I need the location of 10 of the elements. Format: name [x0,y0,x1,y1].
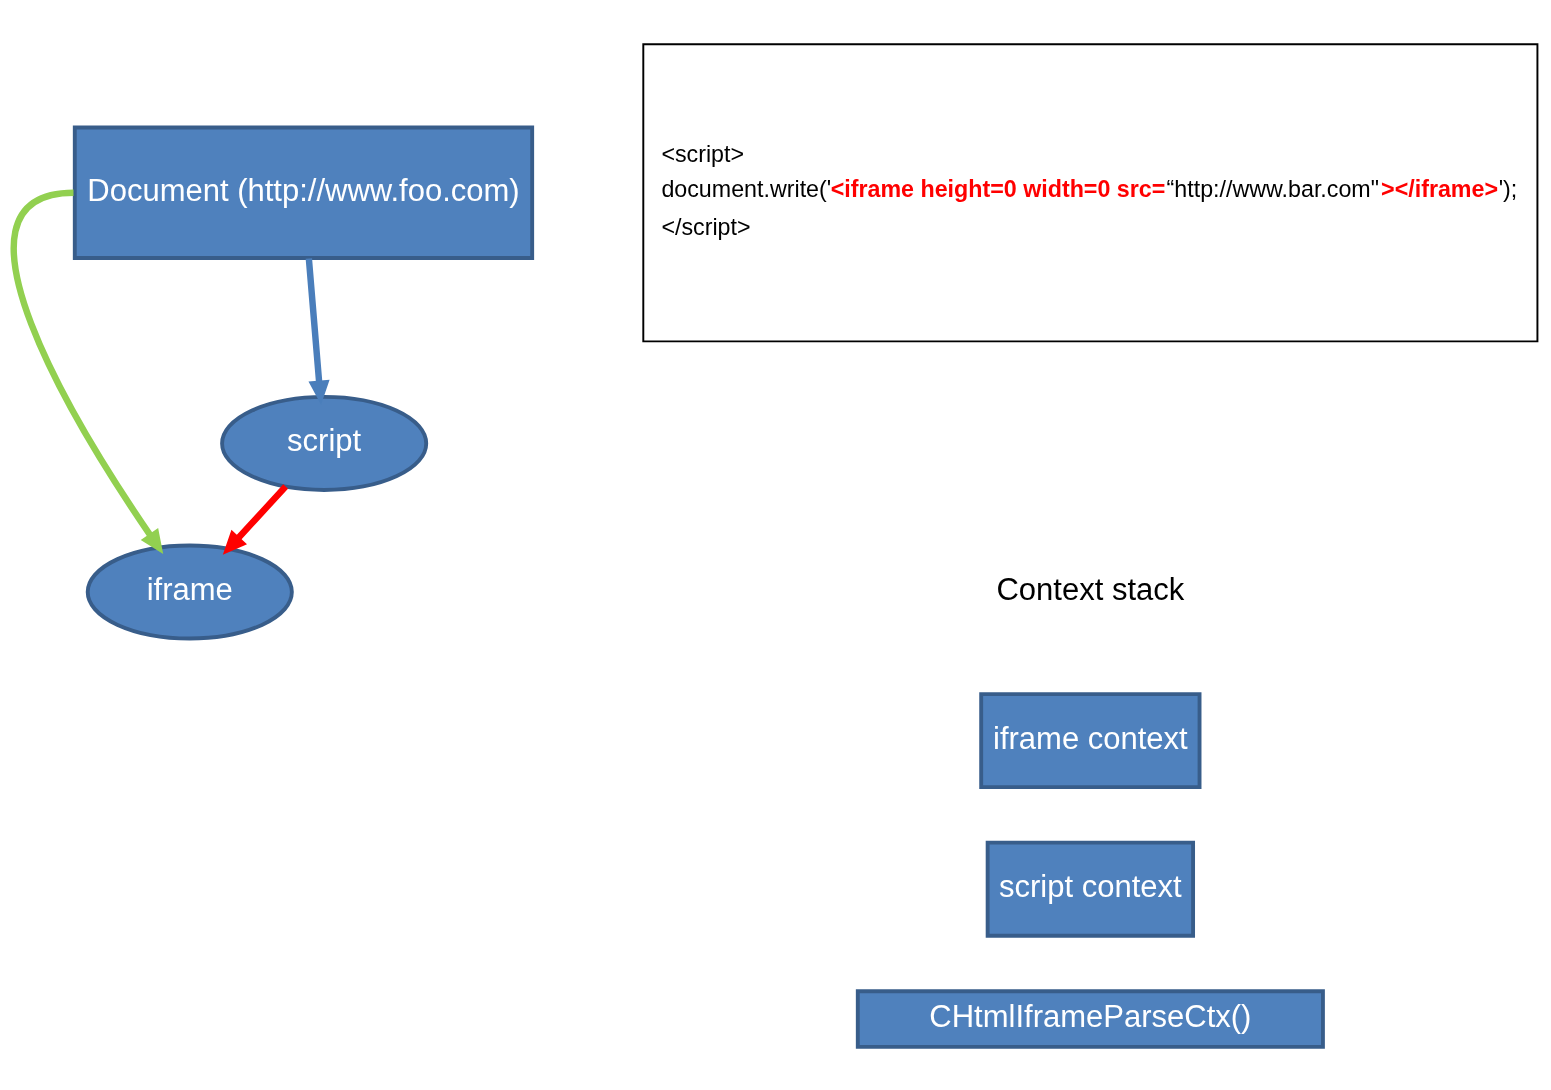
node-box: CHtmlIframeParseCtx() [855,988,1325,1049]
node-ellipse: script [220,394,429,492]
node-box: iframe context [979,691,1202,789]
node-box: Document (http://www.foo.com) [72,125,535,260]
arrow [10,189,164,554]
node-box: <script> document.write('<iframe height=0 width=0 src=“http://www.bar.com"></iframe>'); </script> [642,42,1539,342]
label: Context stack [996,571,1185,607]
arrow [222,483,288,555]
node-ellipse: iframe [85,543,294,640]
node-box: script context [985,840,1195,938]
